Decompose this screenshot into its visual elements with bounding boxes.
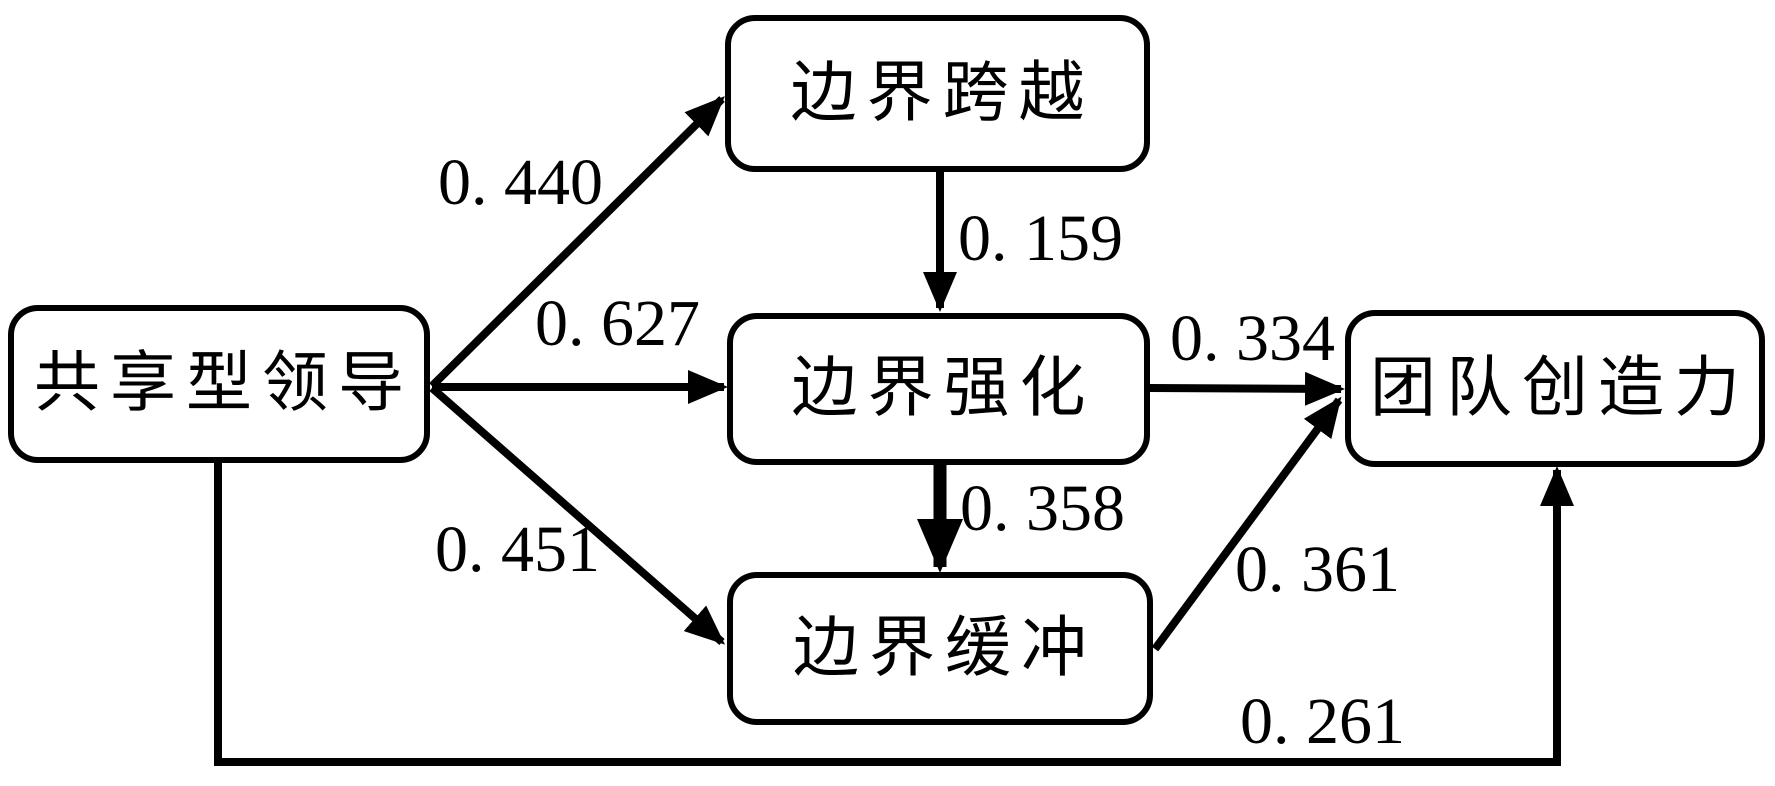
coefficient-reinforcement-to-buffering: 0. 358 — [960, 472, 1125, 545]
node-boundary-buffering: 边界缓冲 — [727, 572, 1153, 725]
coefficient-shared-to-reinforcement: 0. 627 — [535, 287, 700, 360]
node-boundary-buffering-label: 边界缓冲 — [793, 611, 1097, 685]
node-boundary-spanning-label: 边界跨越 — [790, 56, 1095, 130]
edge-boundary-buffering-to-team-creativity — [1151, 396, 1343, 652]
coefficient-reinforcement-to-creativity: 0. 334 — [1170, 302, 1335, 375]
edge-shared-leadership-to-boundary-spanning — [429, 96, 725, 389]
edge-boundary-reinforcement-to-team-creativity — [1149, 371, 1345, 406]
edge-shared-leadership-to-boundary-buffering — [429, 384, 726, 646]
coefficient-shared-to-spanning: 0. 440 — [438, 146, 603, 219]
node-team-creativity-label: 团队创造力 — [1370, 351, 1750, 425]
coefficient-spanning-to-reinforcement: 0. 159 — [958, 202, 1123, 275]
node-boundary-reinforcement-label: 边界强化 — [791, 352, 1096, 425]
node-boundary-reinforcement: 边界强化 — [727, 313, 1150, 465]
coefficient-shared-to-buffering: 0. 451 — [435, 513, 600, 586]
node-shared-leadership-label: 共享型领导 — [34, 347, 414, 420]
node-shared-leadership: 共享型领导 — [8, 305, 430, 463]
node-team-creativity: 团队创造力 — [1345, 310, 1765, 467]
edge-shared-leadership-to-team-creativity — [214, 462, 1574, 766]
coefficient-buffering-to-creativity: 0. 361 — [1235, 533, 1400, 606]
node-boundary-spanning: 边界跨越 — [725, 15, 1150, 172]
coefficient-shared-to-creativity: 0. 261 — [1240, 685, 1405, 758]
